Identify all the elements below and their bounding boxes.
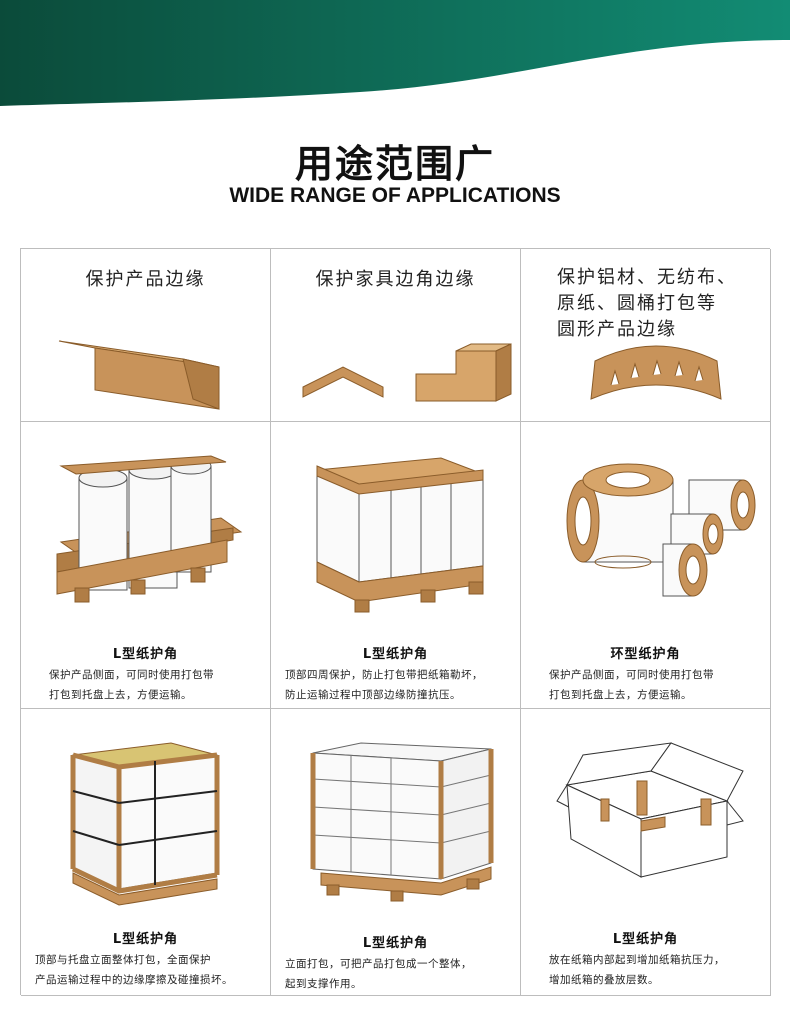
cell-description: 立面打包，可把产品打包成一个整体， 起到支撑作用。 <box>285 954 508 994</box>
ring-corner-illustration <box>590 345 722 400</box>
description-line: 立面打包，可把产品打包成一个整体， <box>285 958 472 970</box>
section-subtitle: WIDE RANGE OF APPLICATIONS <box>229 184 561 207</box>
description-line: 顶部与托盘立面整体打包，全面保护 <box>35 954 211 966</box>
cell-l-corner-pallet-rolls: L型纸护角 保护产品侧面，可同时使用打包带 打包到托盘上去，方便运输。 <box>21 422 271 709</box>
cell-description: 顶部四周保护，防止打包带把纸箱勒坏， 防止运输过程中顶部边缘防撞抗压。 <box>285 665 508 705</box>
cell-l-corner-top: L型纸护角 顶部四周保护，防止打包带把纸箱勒坏， 防止运输过程中顶部边缘防撞抗压… <box>271 422 521 709</box>
applications-grid: 保护产品边缘 保护家具边角边缘 保护铝材、无纺布、 原纸、圆桶打包等 圆形产品边… <box>20 248 771 996</box>
furniture-corner-illustration <box>302 343 512 402</box>
description-line: 起到支撑作用。 <box>285 978 362 990</box>
cell-title: L型纸护角 <box>612 932 679 947</box>
cell-ring-corner: 环型纸护角 保护产品侧面，可同时使用打包带 打包到托盘上去，方便运输。 <box>521 422 771 709</box>
cell-furniture-corners: 保护家具边角边缘 <box>271 249 521 422</box>
pallet-rolls-illustration <box>56 455 243 603</box>
description-line: 打包到托盘上去，方便运输。 <box>49 689 192 701</box>
vertical-wrap-illustration <box>310 742 494 902</box>
cell-label-line-3: 圆形产品边缘 <box>557 319 677 340</box>
cell-label: 保护铝材、无纺布、 原纸、圆桶打包等 圆形产品边缘 <box>557 265 770 343</box>
cell-description: 顶部与托盘立面整体打包，全面保护 产品运输过程中的边缘摩擦及碰撞损坏。 <box>35 950 258 990</box>
cell-l-corner-full-wrap: L型纸护角 顶部与托盘立面整体打包，全面保护 产品运输过程中的边缘摩擦及碰撞损坏… <box>21 709 271 996</box>
cell-l-corner-vertical: L型纸护角 立面打包，可把产品打包成一个整体， 起到支撑作用。 <box>271 709 521 996</box>
cell-description: 保护产品侧面，可同时使用打包带 打包到托盘上去，方便运输。 <box>49 665 258 705</box>
cell-product-edges: 保护产品边缘 <box>21 249 271 422</box>
l-corner-long-illustration <box>58 340 220 410</box>
cell-round-products: 保护铝材、无纺布、 原纸、圆桶打包等 圆形产品边缘 <box>521 249 771 422</box>
description-line: 顶部四周保护，防止打包带把纸箱勒坏， <box>285 669 483 681</box>
cell-label-line-1: 保护铝材、无纺布、 <box>557 267 737 288</box>
crate-wrap-illustration <box>70 742 220 906</box>
description-line: 保护产品侧面，可同时使用打包带 <box>549 669 714 681</box>
cell-title: 环型纸护角 <box>610 647 681 662</box>
cell-title: L型纸护角 <box>362 647 429 662</box>
description-line: 产品运输过程中的边缘摩擦及碰撞损坏。 <box>35 974 233 986</box>
cell-title: L型纸护角 <box>112 932 179 947</box>
description-line: 放在纸箱内部起到增加纸箱抗压力， <box>549 954 725 966</box>
cell-title: L型纸护角 <box>112 647 179 662</box>
cell-description: 放在纸箱内部起到增加纸箱抗压力， 增加纸箱的叠放层数。 <box>549 950 758 990</box>
cell-description: 保护产品侧面，可同时使用打包带 打包到托盘上去，方便运输。 <box>549 665 758 705</box>
cell-l-corner-box-inside: L型纸护角 放在纸箱内部起到增加纸箱抗压力， 增加纸箱的叠放层数。 <box>521 709 771 996</box>
section-title: 用途范围广 <box>294 142 495 186</box>
cell-label-line-2: 原纸、圆桶打包等 <box>557 293 717 314</box>
open-box-illustration <box>556 742 744 878</box>
ring-rolls-illustration <box>566 463 756 597</box>
cell-title: L型纸护角 <box>362 936 429 951</box>
description-line: 打包到托盘上去，方便运输。 <box>549 689 692 701</box>
description-line: 防止运输过程中顶部边缘防撞抗压。 <box>285 689 461 701</box>
pallet-box-top-illustration <box>316 457 484 613</box>
description-line: 保护产品侧面，可同时使用打包带 <box>49 669 214 681</box>
cell-label: 保护产品边缘 <box>85 269 206 290</box>
cell-label: 保护家具边角边缘 <box>315 269 476 290</box>
description-line: 增加纸箱的叠放层数。 <box>549 974 659 986</box>
header-banner <box>0 0 790 106</box>
